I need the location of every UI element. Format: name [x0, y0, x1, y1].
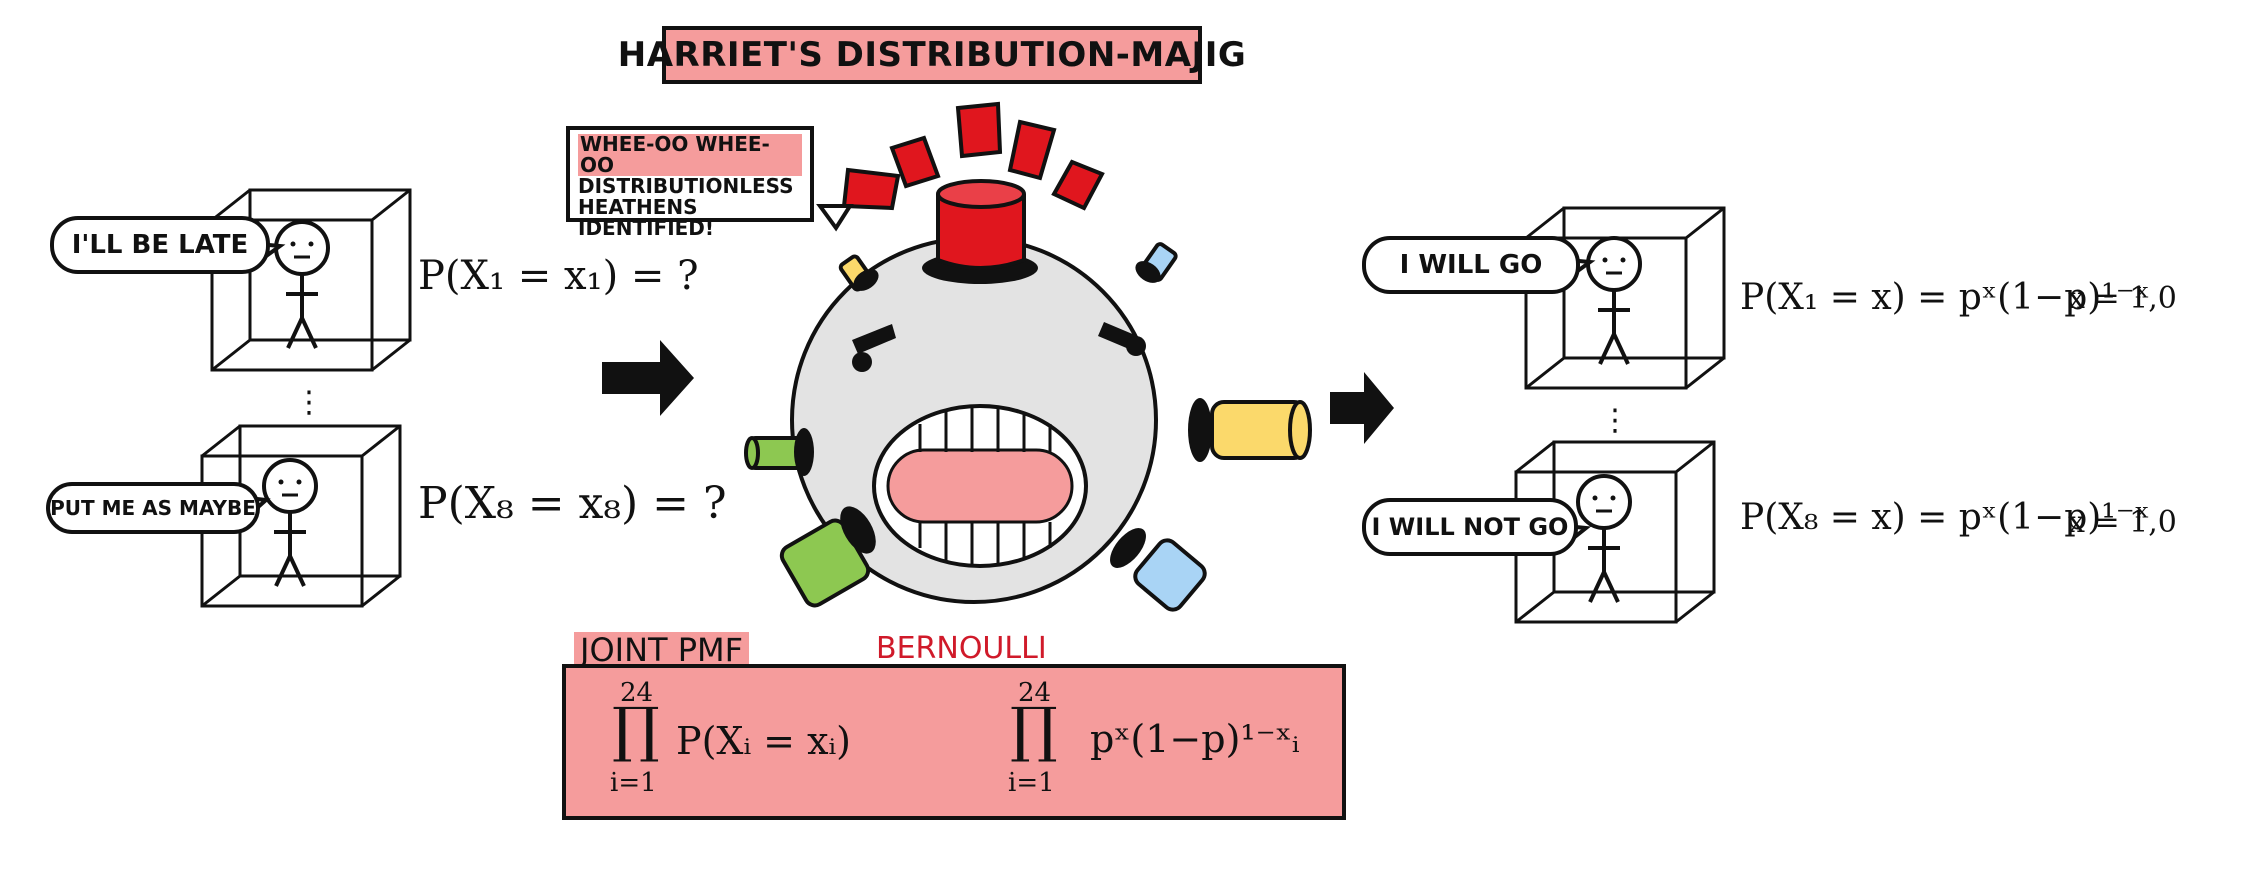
- alarm-speech-box: WHEE-OO WHEE-OO DISTRIBUTIONLESS HEATHEN…: [566, 126, 814, 239]
- majig-machine: [744, 179, 1312, 612]
- alarm-line-1: WHEE-OO WHEE-OO: [578, 134, 802, 176]
- left-product-upper: 24: [620, 678, 654, 708]
- left-ellipsis: ⋮: [294, 385, 324, 420]
- left-person-2: [262, 458, 318, 588]
- left-product-lower: i=1: [610, 768, 657, 798]
- left-person-1: [274, 220, 330, 350]
- alarm-line-3: HEATHENS IDENTIFIED!: [578, 195, 715, 240]
- left-product-symbol: ∏: [612, 695, 660, 765]
- joint-pmf-label: JOINT PMF: [574, 632, 750, 668]
- right-product-upper: 24: [1018, 678, 1052, 708]
- right-bubble-2: I WILL NOT GO: [1362, 498, 1578, 556]
- right-product-lower: i=1: [1008, 768, 1055, 798]
- right-product-symbol: ∏: [1010, 695, 1058, 765]
- right-product-expression: pˣ(1−p)¹⁻ˣᵢ: [1090, 717, 1300, 761]
- page-title: HARRIET'S DISTRIBUTION-MAJIG: [618, 26, 1246, 84]
- right-bubble-1: I WILL GO: [1362, 236, 1580, 294]
- left-product-expression: P(Xᵢ = xᵢ): [676, 719, 851, 763]
- arrow-out-icon: [1330, 372, 1394, 444]
- right-ellipsis: ⋮: [1600, 403, 1630, 438]
- right-person-1: [1586, 236, 1642, 366]
- arrow-in-icon: [602, 340, 694, 416]
- left-bubble-2: PUT ME AS MAYBE: [46, 482, 260, 534]
- joint-pmf-box: [562, 664, 1346, 820]
- siren-lights: [841, 101, 1105, 211]
- right-domain-1: x = 1,0: [2068, 281, 2177, 316]
- right-person-2: [1576, 474, 1632, 604]
- left-bubble-1: I'LL BE LATE: [50, 216, 270, 274]
- right-formula-2: P(X₈ = x) = pˣ(1−p)¹⁻ˣ: [1740, 497, 2150, 538]
- left-formula-1: P(X₁ = x₁) = ?: [418, 253, 699, 299]
- right-domain-2: x = 1,0: [2068, 505, 2177, 540]
- alarm-line-2: DISTRIBUTIONLESS: [578, 174, 794, 198]
- right-formula-1: P(X₁ = x) = pˣ(1−p)¹⁻ˣ: [1740, 277, 2150, 318]
- left-formula-2: P(X₈ = x₈) = ?: [418, 478, 727, 529]
- bernoulli-label: BERNOULLI: [876, 631, 1047, 666]
